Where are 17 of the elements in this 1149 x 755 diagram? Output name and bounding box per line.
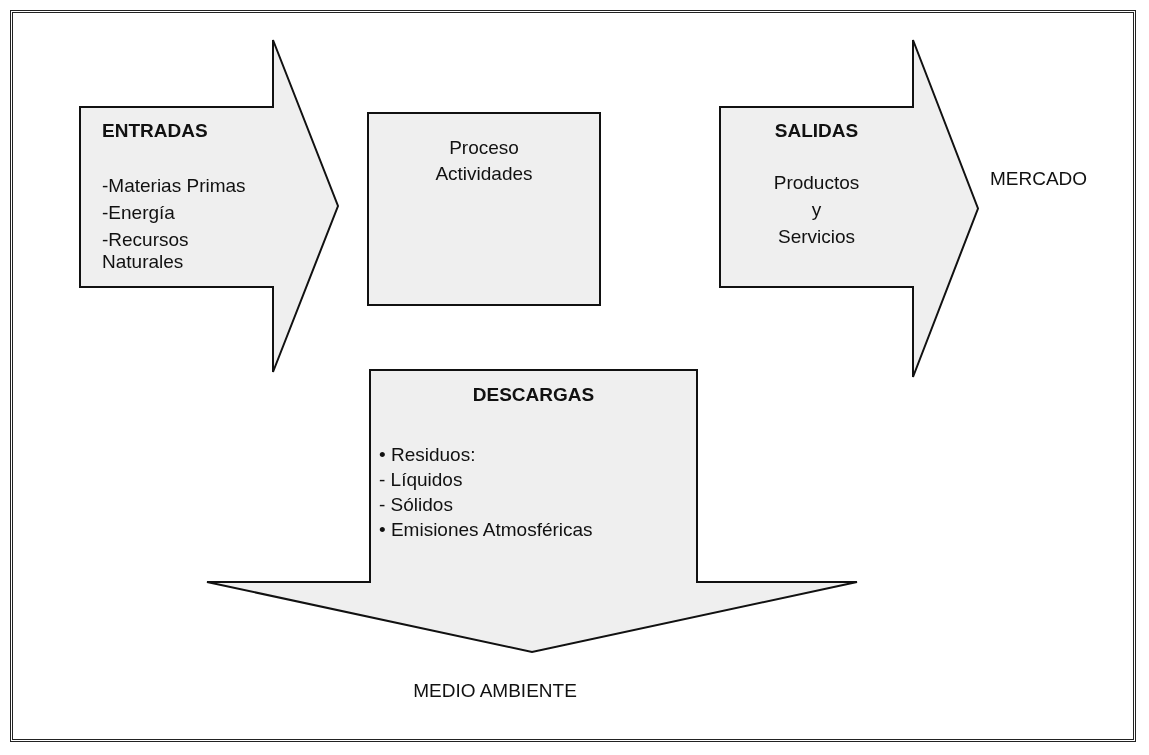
process-label: Proceso: [448, 137, 520, 159]
list-item: -Recursos Naturales: [102, 229, 190, 273]
list-item: • Residuos:: [379, 444, 477, 466]
list-item: y: [810, 199, 823, 221]
list-item: - Sólidos: [379, 494, 454, 516]
list-item: • Emisiones Atmosféricas: [379, 519, 594, 541]
list-item: Servicios: [776, 226, 857, 248]
destination-label: MERCADO: [990, 168, 1089, 190]
destination-label: MEDIO AMBIENTE: [412, 680, 578, 702]
list-item: - Líquidos: [379, 469, 464, 491]
list-item: Productos: [772, 172, 861, 194]
process-label: Actividades: [434, 163, 534, 185]
heading: SALIDAS: [773, 120, 860, 142]
heading: DESCARGAS: [471, 384, 596, 406]
heading: ENTRADAS: [102, 120, 209, 142]
list-item: -Materias Primas: [102, 175, 247, 197]
list-item: -Energía: [102, 202, 176, 224]
